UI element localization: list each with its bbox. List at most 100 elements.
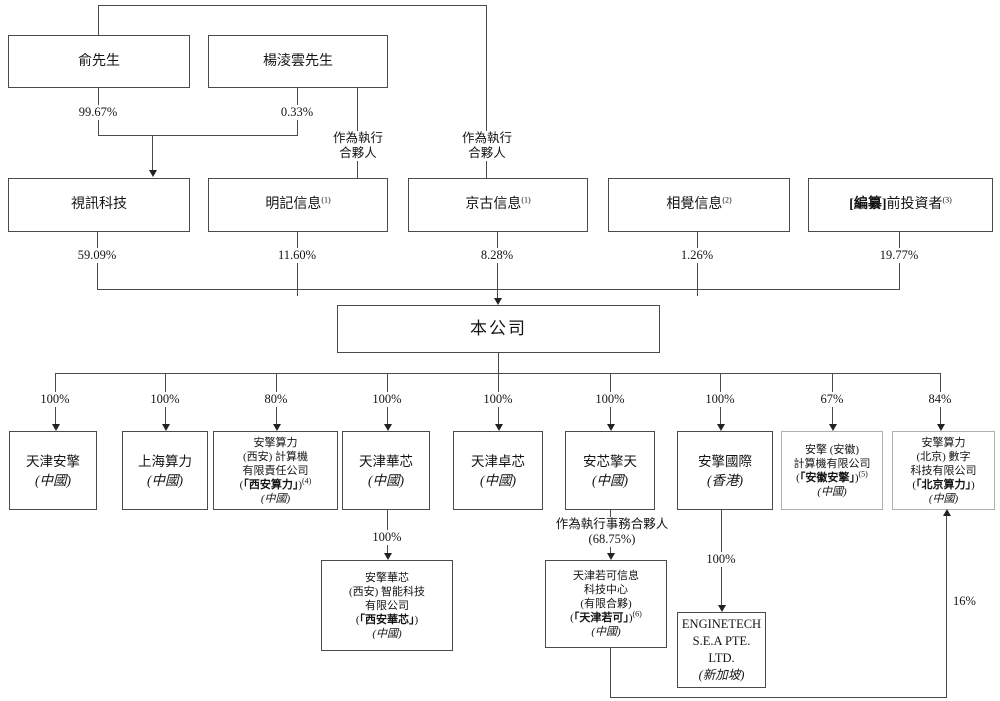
node-tianjin-zhuoxin: 天津卓芯 (中國): [453, 431, 543, 510]
connector-ruoke-down: [610, 648, 611, 698]
connector-yu-up: [98, 5, 99, 36]
node-label: 安擎算力: [921, 436, 966, 449]
arrowhead-enginetech: [717, 605, 726, 612]
pct-enginetech: 100%: [704, 552, 738, 567]
node-label: 安擎算力: [253, 436, 298, 449]
arrowhead-company: [493, 298, 502, 305]
connector-ruoke-to-beijing: [946, 516, 947, 698]
node-label: 俞先生: [78, 53, 120, 69]
label-line: 合夥人: [339, 146, 377, 160]
node-xian-huaxin: 安擎華芯 (西安) 智能科技 有限公司 (「西安華芯」) (中國): [321, 560, 453, 651]
arrowhead-col8: [828, 424, 837, 431]
connector-bottom-horizontal: [610, 697, 947, 698]
node-label: 視訊科技: [71, 197, 127, 212]
node-mr-yang-lingyun: 楊淩雲先生: [208, 35, 388, 88]
footnote-marker: (5): [858, 468, 868, 478]
arrowhead-col3: [272, 424, 281, 431]
label-line: 合夥人: [468, 146, 506, 160]
arrowhead-col9: [936, 424, 945, 431]
connector-mingji-down: [297, 232, 298, 296]
pct-xian-huaxin: 100%: [370, 530, 404, 545]
connector-company-down: [498, 353, 499, 374]
node-origin: (香港): [707, 472, 743, 488]
pct-xian-suanli: 80%: [262, 392, 290, 407]
pct-anqing-intl: 100%: [703, 392, 737, 407]
node-label: (西安) 智能科技: [348, 585, 426, 598]
pct-yu: 99.67%: [76, 105, 120, 120]
node-label: 科技中心: [584, 584, 628, 596]
node-label: (「安徽安擎」)(5): [796, 468, 868, 484]
node-anxin-qingtian: 安芯擎天 (中國): [565, 431, 655, 510]
node-tianjin-anqing: 天津安擎 (中國): [9, 431, 97, 510]
node-label: 安芯擎天: [583, 453, 637, 469]
arrowhead-beijing-suanli: [942, 509, 951, 516]
pct-tianjin-anqing: 100%: [38, 392, 72, 407]
node-jinggu-xinxi: 京古信息(1): [408, 178, 588, 232]
node-label: 計算機有限公司: [793, 457, 871, 470]
arrowhead-col5: [494, 424, 503, 431]
pct-beijing-suanli: 84%: [926, 392, 954, 407]
node-origin: (新加坡): [698, 668, 745, 682]
node-anhui-anqing: 安擎 (安徽) 計算機有限公司 (「安徽安擎」)(5) (中國): [781, 431, 883, 510]
node-label: 明記信息(1): [265, 195, 331, 212]
node-label: ENGINETECH: [681, 617, 762, 631]
label-line: 作為執行: [332, 131, 384, 145]
arrowhead-col4: [383, 424, 392, 431]
pct-tianjin-huaxin: 100%: [370, 392, 404, 407]
node-enginetech: ENGINETECH S.E.A PTE. LTD. (新加坡): [677, 612, 766, 688]
label-line: 作為執行事務合夥人: [555, 517, 669, 531]
node-label: 京古信息(1): [465, 195, 531, 212]
node-label: 有限公司: [365, 599, 409, 612]
pct-ruoke-beijing: 16%: [953, 594, 976, 608]
arrowhead-col7: [716, 424, 725, 431]
node-label: 天津卓芯: [471, 453, 525, 469]
node-label: [編纂]前投資者(3): [849, 195, 952, 212]
footnote-marker: (3): [942, 195, 952, 205]
footnote-marker: (4): [302, 475, 312, 485]
node-label: 有限責任公司: [242, 464, 309, 477]
node-pre-investors: [編纂]前投資者(3): [808, 178, 993, 232]
node-mr-yu: 俞先生: [8, 35, 190, 88]
node-label: LTD.: [708, 651, 735, 665]
node-label: 天津華芯: [359, 453, 413, 469]
pct-mingji: 11.60%: [275, 248, 319, 263]
node-label: (「西安華芯」): [355, 613, 419, 626]
footnote-marker: (1): [321, 195, 331, 205]
label-exec-partner-jinggu: 作為執行 合夥人: [459, 131, 515, 161]
node-origin: (中國): [480, 472, 516, 488]
arrowhead-xian-huaxin: [383, 553, 392, 560]
connector-to-shixun: [152, 135, 153, 171]
node-tianjin-huaxin: 天津華芯 (中國): [342, 431, 430, 510]
node-label: (北京) 數字: [916, 450, 971, 463]
node-label: 安擎國際: [698, 453, 752, 469]
node-label: 本公司: [470, 319, 527, 338]
node-label: 相覺信息(2): [666, 195, 732, 212]
label-exec-partner-mingji: 作為執行 合夥人: [330, 131, 386, 161]
node-origin: (中國): [368, 472, 404, 488]
footnote-marker: (2): [722, 195, 732, 205]
node-label: 上海算力: [138, 453, 192, 469]
pct-jinggu: 8.28%: [478, 248, 516, 263]
node-label: 楊淩雲先生: [263, 53, 333, 69]
node-label: (「北京算力」): [912, 478, 975, 491]
label-exec-affairs-partner: 作為執行事務合夥人 (68.75%): [553, 517, 671, 547]
node-xian-suanli: 安擎算力 (西安) 計算機 有限責任公司 (「西安算力」)(4) (中國): [213, 431, 338, 510]
node-label: 安擎 (安徽): [804, 443, 860, 456]
node-origin: (中國): [260, 492, 291, 505]
label-line: (68.75%): [588, 532, 636, 546]
node-origin: (中國): [35, 472, 71, 488]
label-line: 作為執行: [461, 131, 513, 145]
connector-join-yu-yang: [98, 135, 298, 136]
node-shixun-keji: 視訊科技: [8, 178, 190, 232]
node-mingji-xinxi: 明記信息(1): [208, 178, 388, 232]
node-label: 天津安擎: [26, 453, 80, 469]
arrowhead-col6: [606, 424, 615, 431]
footnote-marker: (6): [632, 609, 642, 619]
arrowhead-ruoke: [606, 553, 615, 560]
pct-tianjin-zhuoxin: 100%: [481, 392, 515, 407]
footnote-marker: (1): [521, 195, 531, 205]
node-label: (「西安算力」)(4): [239, 475, 312, 491]
node-origin: (中國): [372, 627, 402, 640]
node-label: S.E.A PTE.: [692, 634, 751, 648]
connector-top-horizontal: [98, 5, 487, 6]
